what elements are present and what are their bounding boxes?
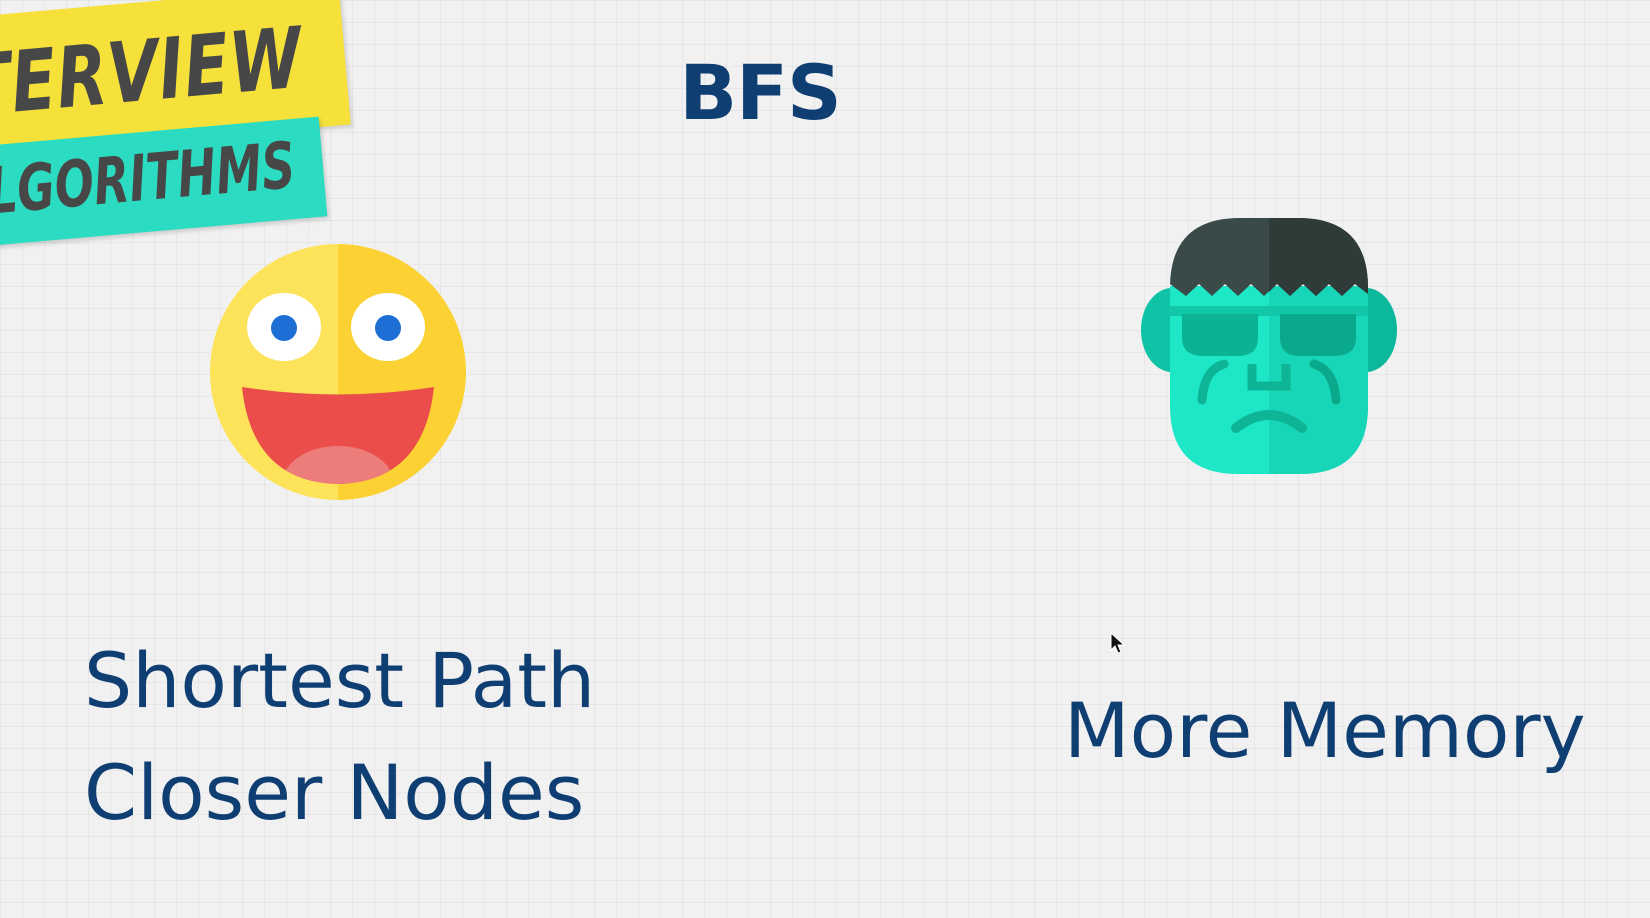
laughing-emoji-icon xyxy=(210,244,466,500)
slide-title: BFS xyxy=(679,48,842,137)
pro-closer-nodes: Closer Nodes xyxy=(84,748,585,837)
pro-shortest-path: Shortest Path xyxy=(84,636,596,725)
banner-line-1: TERVIEW xyxy=(0,8,307,136)
mouse-pointer-icon xyxy=(1110,632,1126,654)
frankenstein-monster-icon xyxy=(1141,218,1397,474)
corner-banner: TERVIEW LGORITHMS xyxy=(0,0,380,260)
banner-line-2: LGORITHMS xyxy=(0,129,299,230)
con-more-memory: More Memory xyxy=(1064,686,1586,775)
